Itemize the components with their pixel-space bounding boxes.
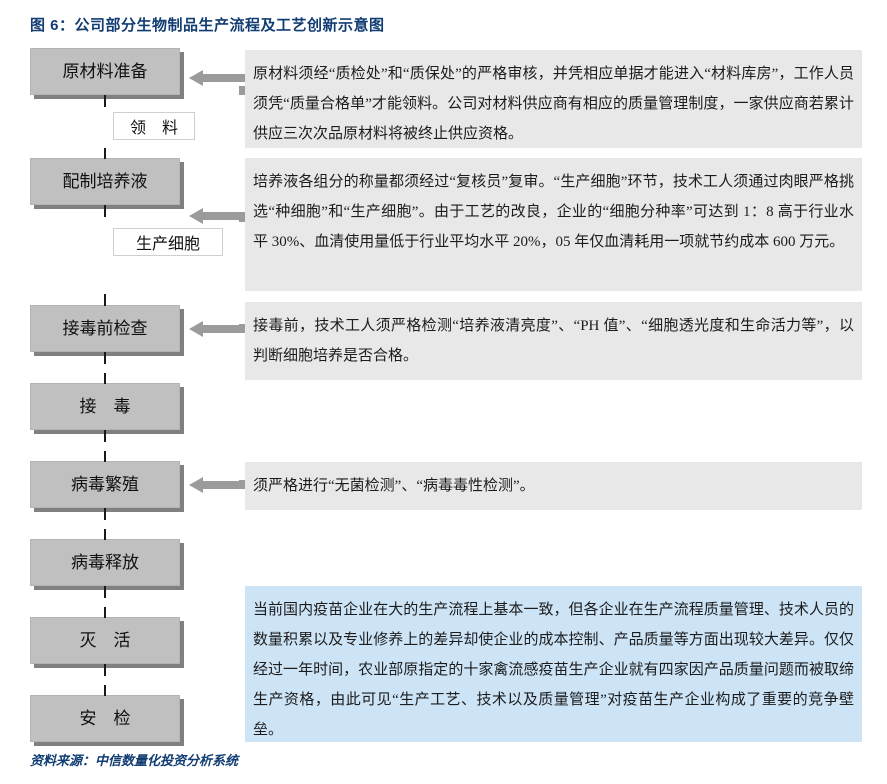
- connector-propagation-top: [104, 451, 106, 462]
- panel-nub-virus-propagation: [239, 480, 246, 489]
- arrow-left-pre-inoculation-icon: [189, 321, 245, 337]
- connector-inactivation-top: [104, 607, 106, 618]
- text-panel-pre-inoculation: 接毒前，技术工人须严格检测“培养液清亮度”、“PH 值”、“细胞透光度和生命活力…: [245, 302, 862, 380]
- connector-release-top: [104, 529, 106, 540]
- text-panel-raw-material: 原材料须经“质检处”和“质保处”的严格审核，并凭相应单据才能进入“材料库房”，工…: [245, 50, 862, 148]
- text-panel-body: 原材料须经“质检处”和“质保处”的严格审核，并凭相应单据才能进入“材料库房”，工…: [253, 66, 854, 142]
- text-panel-body: 接毒前，技术工人须严格检测“培养液清亮度”、“PH 值”、“细胞透光度和生命活力…: [253, 318, 854, 364]
- connector-raw-to-medium: [104, 95, 106, 107]
- connector-precheck-to-inoculation: [104, 352, 106, 364]
- flow-step-raw-material[interactable]: 原材料准备: [30, 48, 180, 95]
- tag-material-requisition: 领 料: [113, 112, 195, 140]
- text-panel-body: 培养液各组分的称量都须经过“复核员”复审。“生产细胞”环节，技术工人须通过肉眼严…: [253, 174, 854, 250]
- flow-step-label: 接 毒: [79, 397, 131, 416]
- flow-step-pre-inoculation-check[interactable]: 接毒前检查: [30, 305, 180, 352]
- tag-label-text: 领 料: [129, 120, 178, 137]
- text-panel-virus-propagation: 须严格进行“无菌检测”、“病毒毒性检测”。: [245, 462, 862, 510]
- connector-inoculation-to-propagation: [104, 430, 106, 442]
- connector-propagation-to-release: [104, 508, 106, 520]
- flow-step-label: 原材料准备: [62, 62, 148, 81]
- arrow-left-virus-propagation-icon: [189, 477, 245, 493]
- connector-medium-top: [104, 148, 106, 159]
- tag-label-text: 生产细胞: [135, 236, 200, 253]
- arrow-left-raw-material-icon: [189, 70, 245, 86]
- flow-step-culture-medium[interactable]: 配制培养液: [30, 158, 180, 205]
- connector-safety-top: [104, 685, 106, 696]
- flow-step-virus-release[interactable]: 病毒释放: [30, 539, 180, 586]
- flow-step-label: 接毒前检查: [62, 319, 148, 338]
- connector-medium-to-precheck: [104, 205, 106, 217]
- flow-step-label: 病毒释放: [71, 553, 139, 572]
- source-note: 资料来源：中信数量化投资分析系统: [30, 753, 239, 768]
- flow-step-label: 配制培养液: [62, 172, 148, 191]
- page-title: 图 6：公司部分生物制品生产流程及工艺创新示意图: [30, 17, 385, 34]
- flow-step-inoculation[interactable]: 接 毒: [30, 383, 180, 430]
- text-panel-culture-medium: 培养液各组分的称量都须经过“复核员”复审。“生产细胞”环节，技术工人须通过肉眼严…: [245, 158, 862, 291]
- text-panel-body: 须严格进行“无菌检测”、“病毒毒性检测”。: [253, 478, 535, 494]
- connector-precheck-top: [104, 294, 106, 306]
- tag-production-cell: 生产细胞: [113, 228, 223, 256]
- flow-step-safety-check[interactable]: 安 检: [30, 695, 180, 742]
- panel-nub-culture-medium: [239, 213, 246, 222]
- flow-step-label: 灭 活: [79, 631, 131, 650]
- panel-nub-raw-material: [239, 86, 246, 95]
- text-panel-conclusion: 当前国内疫苗企业在大的生产流程上基本一致，但各企业在生产流程质量管理、技术人员的…: [245, 586, 862, 742]
- connector-inoculation-top: [104, 373, 106, 384]
- flow-step-label: 病毒繁殖: [71, 475, 139, 494]
- flow-step-label: 安 检: [79, 709, 131, 728]
- text-panel-body: 当前国内疫苗企业在大的生产流程上基本一致，但各企业在生产流程质量管理、技术人员的…: [253, 602, 854, 738]
- panel-nub-pre-inoculation: [239, 324, 246, 333]
- arrow-left-culture-medium-icon: [189, 208, 245, 224]
- flow-step-virus-propagation[interactable]: 病毒繁殖: [30, 461, 180, 508]
- connector-inactivation-to-safety: [104, 664, 106, 676]
- flow-step-inactivation[interactable]: 灭 活: [30, 617, 180, 664]
- connector-release-to-inactivation: [104, 586, 106, 598]
